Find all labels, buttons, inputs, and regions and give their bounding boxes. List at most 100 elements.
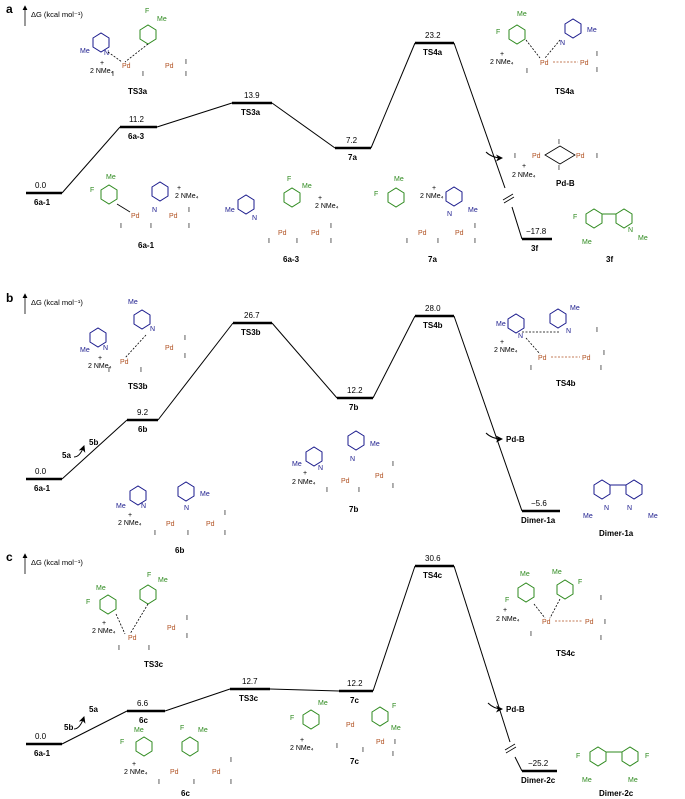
- svg-text:F: F: [645, 753, 649, 760]
- value-c-6c: 6.6: [137, 699, 149, 708]
- svg-text:I: I: [224, 530, 226, 537]
- svg-text:F: F: [90, 187, 94, 194]
- svg-text:Pd: Pd: [582, 355, 591, 362]
- svg-text:Pd: Pd: [128, 635, 137, 642]
- svg-text:I: I: [530, 365, 532, 372]
- structure-label-7a: 7a: [428, 255, 437, 264]
- structure-label-ts4c: TS4c: [556, 649, 576, 658]
- svg-text:2 NMe₄: 2 NMe₄: [496, 616, 520, 623]
- svg-text:I: I: [474, 238, 476, 245]
- label-b-ts4b: TS4b: [423, 321, 443, 330]
- svg-text:+: +: [132, 761, 136, 768]
- svg-text:Me: Me: [134, 727, 144, 734]
- value-c-dimer-2c: −25.2: [528, 759, 549, 768]
- svg-text:2 NMe₄: 2 NMe₄: [512, 172, 536, 179]
- svg-text:F: F: [505, 597, 509, 604]
- pyridine-ring: [507, 313, 525, 334]
- branch-arrow-a: [485, 151, 503, 162]
- svg-text:Pd: Pd: [346, 722, 355, 729]
- svg-text:N: N: [104, 50, 109, 57]
- svg-text:I: I: [596, 327, 598, 334]
- svg-text:Pd: Pd: [538, 355, 547, 362]
- structure-dimer-2c: F Me F Me Dimer-2c: [576, 746, 649, 798]
- svg-text:Me: Me: [638, 235, 648, 242]
- label-c-6a-1: 6a-1: [34, 749, 51, 758]
- svg-text:+: +: [98, 355, 102, 362]
- label-b-pd-b: Pd-B: [506, 435, 525, 444]
- aryl-ring: [139, 584, 157, 605]
- svg-text:I: I: [603, 350, 605, 357]
- path-c-6: [514, 756, 523, 772]
- aryl-ring: [621, 746, 639, 767]
- svg-text:I: I: [158, 779, 160, 786]
- svg-text:Pd: Pd: [120, 359, 129, 366]
- svg-text:Pd: Pd: [311, 230, 320, 237]
- svg-text:I: I: [326, 487, 328, 494]
- svg-text:I: I: [230, 757, 232, 764]
- svg-text:2 NMe₄: 2 NMe₄: [90, 68, 114, 75]
- svg-text:Me: Me: [106, 174, 116, 181]
- label-a-ts4a: TS4a: [423, 48, 443, 57]
- structure-label-ts4b: TS4b: [556, 379, 576, 388]
- structure-label-7b: 7b: [349, 505, 358, 514]
- pyridine-ring: [129, 485, 147, 506]
- svg-text:I: I: [184, 335, 186, 342]
- label-c-dimer-2c: Dimer-2c: [521, 776, 556, 785]
- pyridine-ring: [615, 208, 633, 229]
- aryl-ring: [387, 187, 405, 208]
- svg-text:Me: Me: [496, 321, 506, 328]
- svg-text:F: F: [120, 739, 124, 746]
- svg-text:+: +: [500, 339, 504, 346]
- structure-ts4a: F Me N Me Pd Pd I I I + 2 NMe₄ TS4a: [490, 11, 598, 96]
- svg-text:Me: Me: [582, 777, 592, 784]
- panel-b-letter: b: [6, 291, 13, 305]
- structure-pd-b: I Pd I I Pd I + 2 NMe₄ Pd-B: [512, 139, 598, 188]
- svg-text:+: +: [432, 185, 436, 192]
- svg-text:Pd: Pd: [165, 345, 174, 352]
- svg-text:Me: Me: [157, 16, 167, 23]
- svg-text:Pd: Pd: [212, 769, 221, 776]
- value-c-6a-1: 0.0: [35, 732, 47, 741]
- svg-text:2 NMe₄: 2 NMe₄: [494, 347, 518, 354]
- path-b-3: [271, 322, 338, 399]
- axis-break-c: [504, 743, 517, 754]
- svg-text:N: N: [150, 326, 155, 333]
- svg-text:N: N: [560, 40, 565, 47]
- svg-text:I: I: [150, 223, 152, 230]
- svg-text:+: +: [128, 512, 132, 519]
- value-a-7a: 7.2: [346, 136, 358, 145]
- svg-text:F: F: [180, 725, 184, 732]
- svg-text:N: N: [518, 333, 523, 340]
- svg-text:2 NMe₄: 2 NMe₄: [88, 363, 112, 370]
- panel-a: a ΔG (kcal mol⁻¹) 0.0 6a-1 11.2 6a-3 13.…: [6, 2, 648, 264]
- path-c-1: [61, 710, 128, 745]
- svg-text:Me: Me: [391, 725, 401, 732]
- label-b-out: 5b: [89, 438, 98, 447]
- svg-text:I: I: [394, 739, 396, 746]
- svg-text:N: N: [566, 328, 571, 335]
- structure-label-dimer-2c: Dimer-2c: [599, 789, 634, 798]
- svg-text:F: F: [374, 191, 378, 198]
- svg-text:I: I: [604, 619, 606, 626]
- svg-text:Pd: Pd: [455, 230, 464, 237]
- svg-text:Me: Me: [198, 727, 208, 734]
- svg-text:I: I: [188, 207, 190, 214]
- svg-text:I: I: [188, 223, 190, 230]
- svg-text:Pd: Pd: [532, 153, 541, 160]
- svg-text:F: F: [576, 753, 580, 760]
- structure-dimer-1a: N Me N Me Dimer-1a: [583, 479, 658, 538]
- svg-text:I: I: [596, 51, 598, 58]
- svg-text:+: +: [100, 60, 104, 67]
- structure-3f: F Me N Me 3f: [573, 208, 648, 264]
- aryl-ring: [135, 736, 153, 757]
- svg-text:Pd: Pd: [122, 63, 131, 70]
- svg-text:+: +: [102, 620, 106, 627]
- aryl-ring: [283, 187, 301, 208]
- svg-text:I: I: [268, 238, 270, 245]
- svg-text:Pd: Pd: [418, 230, 427, 237]
- panel-c-axis-label: ΔG (kcal mol⁻¹): [31, 558, 83, 567]
- svg-text:Pd: Pd: [167, 625, 176, 632]
- value-b-6a-1: 0.0: [35, 467, 47, 476]
- svg-text:N: N: [152, 207, 157, 214]
- svg-text:F: F: [287, 176, 291, 183]
